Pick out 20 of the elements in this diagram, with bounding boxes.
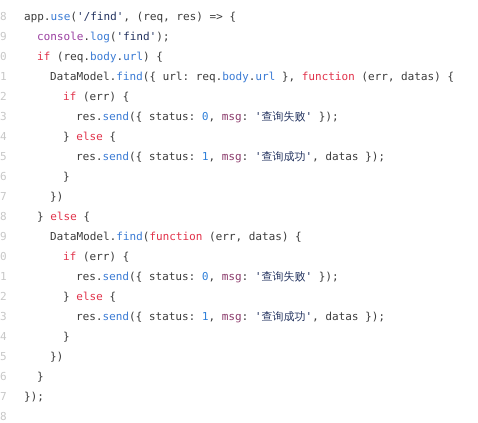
code-line: res.send({ status: 0, msg: '查询失败' });	[76, 110, 339, 124]
code-line: if (err) {	[63, 250, 130, 264]
code-line: } else {	[63, 290, 116, 304]
code-line: } else {	[37, 210, 90, 224]
code-line: if (err) {	[63, 90, 130, 104]
code-line: app.use('/find', (req, res) => {	[24, 10, 236, 24]
code-line: DataModel.find(function (err, datas) {	[50, 230, 302, 244]
code-line: }	[37, 370, 44, 384]
code-line: }	[63, 330, 70, 344]
code-line: }	[63, 170, 70, 184]
code-line: if (req.body.url) {	[37, 50, 163, 64]
code-line: console.log('find');	[37, 30, 170, 44]
code-line: } else {	[63, 130, 116, 144]
code-line: res.send({ status: 1, msg: '查询成功', datas });	[76, 310, 385, 324]
code-line: })	[50, 350, 64, 364]
code-line: DataModel.find({ url: req.body.url }, function (err, datas) {	[50, 70, 454, 84]
code-line: })	[50, 190, 64, 204]
code-line: });	[24, 390, 44, 404]
code-line: res.send({ status: 1, msg: '查询成功', datas });	[76, 150, 385, 164]
code-line: res.send({ status: 0, msg: '查询失败' });	[76, 270, 339, 284]
